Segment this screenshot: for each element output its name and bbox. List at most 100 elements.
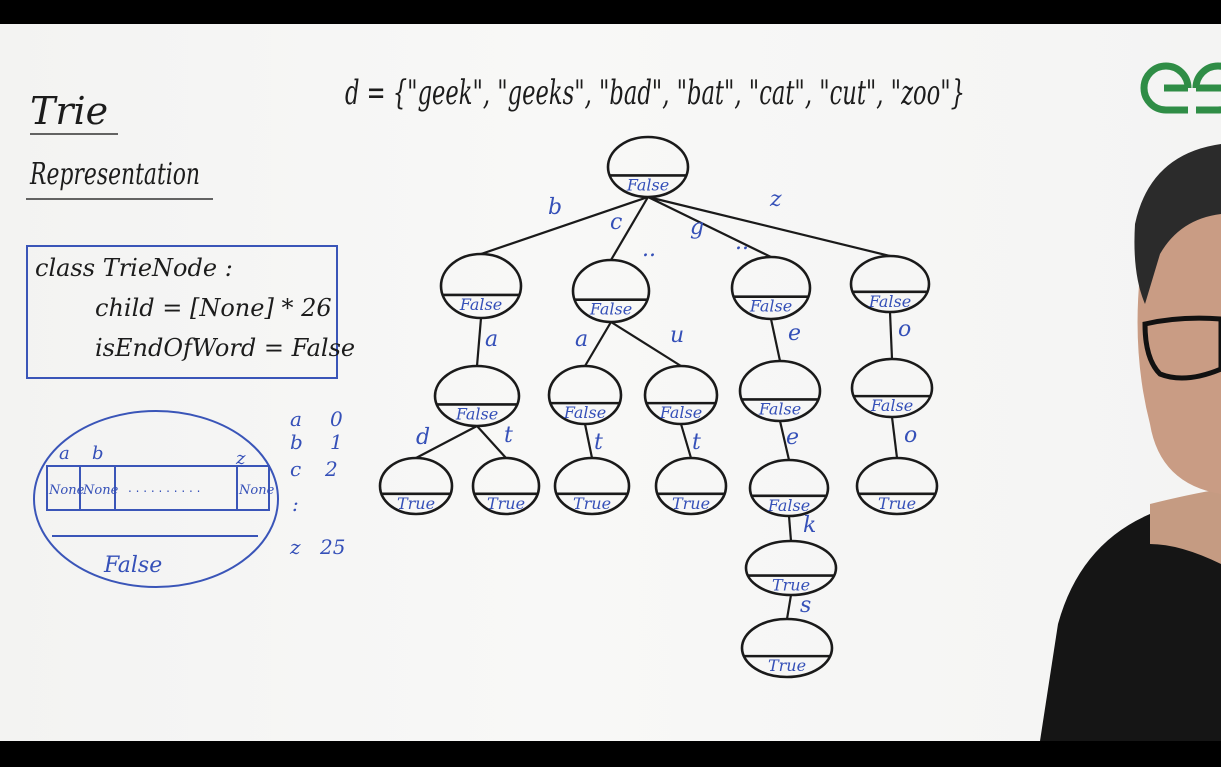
trie-node-shape [850, 357, 934, 419]
trie-node-flag: False [758, 399, 801, 418]
geeksforgeeks-logo [1140, 62, 1221, 114]
trie-node-shape [471, 456, 541, 516]
letterbox-top [0, 0, 1221, 24]
trie-node-shape [855, 456, 939, 516]
trie-node-geek: True [744, 539, 838, 597]
trie-node-bat: True [471, 456, 541, 516]
trie-node-flag: False [767, 496, 810, 515]
edge-label-root_z: z [769, 187, 782, 212]
cell-label-z: z [235, 448, 246, 469]
trie-node-gee: False [748, 458, 830, 518]
trie-node-shape [547, 364, 623, 426]
trie-node-geeks: True [740, 617, 834, 679]
edge-label-root_dots1: .. [642, 237, 656, 262]
index-letter: c [290, 457, 301, 481]
edge-label-ba_bad: d [416, 425, 430, 450]
index-number: 25 [319, 535, 345, 559]
dictionary-text: d = {"geek", "geeks", "bad", "bat", "cat… [345, 73, 965, 113]
title-line2: Representation [29, 157, 200, 192]
trie-edge-gee_geek [787, 515, 793, 542]
trie-node-ba: False [433, 364, 521, 428]
trie-edge-root_b [480, 195, 649, 256]
presenter [1040, 144, 1221, 741]
title-line1: Trie [30, 89, 108, 133]
trie-node-b: False [439, 252, 523, 320]
trie-node-shape [748, 458, 830, 518]
trie-node-flag: True [772, 576, 810, 595]
cell-dots: . . . . . . . . . . [128, 481, 200, 495]
trie-node-flag: False [589, 300, 632, 319]
edge-label-ge_gee: e [786, 425, 799, 450]
trie-node-flag: False [749, 297, 792, 316]
trie-node-root: False [606, 135, 690, 199]
trie-node-flag: True [487, 494, 525, 513]
edge-label-root_c: c [610, 210, 622, 235]
trie-edge-z_zo [888, 311, 894, 360]
trie-node-cu: False [643, 364, 719, 426]
trie-node-shape [738, 359, 822, 423]
trie-edge-ca_cat [583, 423, 594, 459]
letter-index-map: a b c : z 0 1 2 25 [289, 407, 345, 559]
trie-edge-ge_gee [778, 420, 791, 461]
trie-edge-c_cu [610, 321, 682, 367]
trie-edge-g_ge [769, 318, 782, 362]
trie-node-flag: False [870, 396, 913, 415]
cell-label-b: b [92, 443, 104, 464]
trie-node-flag: True [397, 494, 435, 513]
edge-label-cu_cut: t [692, 430, 701, 455]
trie-node-flag: True [672, 494, 710, 513]
index-letter: b [290, 430, 303, 454]
trie-edge-root_g [647, 196, 772, 258]
edge-label-ba_bat: t [504, 423, 513, 448]
whiteboard: Trie Representation d = {"geek", "geeks"… [0, 24, 1221, 741]
cell-none-b: None [82, 483, 119, 498]
trie-node-shape [643, 364, 719, 426]
edge-label-g_ge: e [788, 321, 801, 346]
trienode-structure-diagram: a b z None None . . . . . . . . . . None… [33, 410, 279, 588]
end-of-word-flag: False [103, 553, 162, 578]
trie-node-zo: False [850, 357, 934, 419]
trie-edge-root_c [610, 196, 649, 261]
trie-node-shape [849, 254, 931, 314]
trie-node-shape [606, 135, 690, 199]
trie-node-g: False [730, 255, 812, 321]
trie-node-zoo: True [855, 456, 939, 516]
edge-label-root_b: b [548, 195, 562, 220]
trie-node-c: False [571, 258, 651, 324]
cell-label-a: a [59, 443, 70, 464]
cell-none-a: None [48, 483, 85, 498]
index-number: 0 [330, 407, 343, 431]
trie-node-shape [553, 456, 631, 516]
edge-label-b_ba: a [485, 327, 498, 352]
trie-edge-zo_zoo [890, 416, 899, 459]
trie-node-shape [378, 456, 454, 516]
index-letter: z [289, 535, 301, 559]
class-definition-box: class TrieNode : child = [None] * 26 isE… [26, 245, 355, 379]
edge-label-ca_cat: t [594, 430, 603, 455]
code-line2: child = [None] * 26 [95, 294, 332, 322]
edge-label-zo_zoo: o [904, 423, 917, 448]
trie-node-flag: True [573, 494, 611, 513]
cell-none-z: None [238, 483, 275, 498]
index-letter: a [290, 407, 302, 431]
trie-edge-ba_bad [415, 425, 478, 459]
edge-label-z_zo: o [898, 317, 911, 342]
trie-node-shape [571, 258, 651, 324]
code-line3: isEndOfWord = False [95, 334, 355, 362]
whiteboard-canvas: Trie Representation d = {"geek", "geeks"… [26, 62, 1221, 741]
trie-node-z: False [849, 254, 931, 314]
edge-label-root_dots2: .. [735, 230, 749, 255]
trie-node-flag: False [459, 295, 502, 314]
code-line1: class TrieNode : [35, 254, 233, 282]
trie-node-flag: False [563, 403, 606, 422]
trie-node-bad: True [378, 456, 454, 516]
trie-node-shape [439, 252, 523, 320]
trie-edge-ba_bat [476, 425, 507, 459]
trie-node-flag: True [768, 656, 806, 675]
trie-node-shape [740, 617, 834, 679]
index-number: 2 [324, 457, 338, 481]
trie-edge-geek_geeks [785, 594, 793, 620]
edge-label-gee_geek: k [803, 513, 816, 538]
